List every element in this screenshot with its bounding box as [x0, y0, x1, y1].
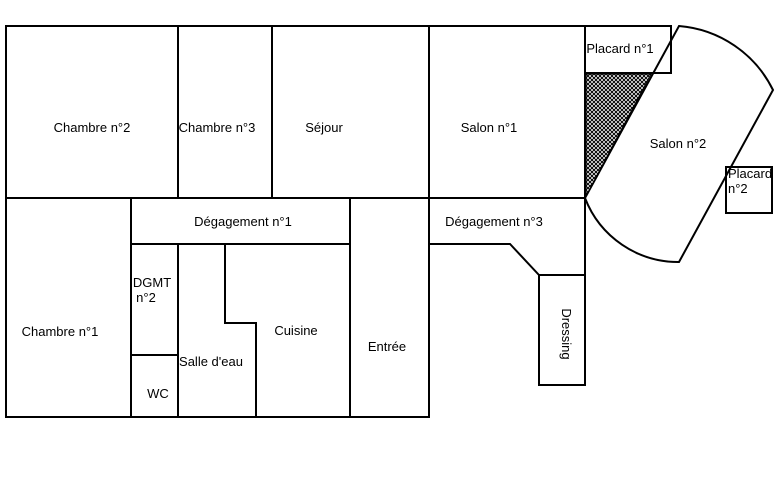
label-placard-2-line2: n°2 [728, 181, 748, 196]
label-dgmt-2-line2: n°2 [136, 290, 156, 305]
wall-salon-1 [428, 25, 586, 199]
label-sejour: Séjour [305, 120, 343, 135]
label-dgmt-2-line1: DGMT [133, 275, 171, 290]
label-salon-2: Salon n°2 [650, 136, 707, 151]
label-entree: Entrée [368, 339, 406, 354]
label-degagement-1: Dégagement n°1 [194, 214, 292, 229]
walls [5, 24, 775, 418]
wall-chambre-3 [177, 25, 273, 199]
label-cuisine: Cuisine [274, 323, 317, 338]
wall-degagement-3 [428, 197, 586, 276]
wall-chambre-1 [5, 197, 132, 418]
wall-sejour [271, 25, 430, 199]
label-chambre-2: Chambre n°2 [54, 120, 131, 135]
label-wc: WC [147, 386, 169, 401]
label-dressing: Dressing [559, 308, 574, 359]
wall-chambre-2 [5, 25, 179, 199]
label-chambre-3: Chambre n°3 [179, 120, 256, 135]
wall-placard-2 [725, 166, 773, 214]
wall-placard-1 [584, 25, 672, 74]
label-degagement-3: Dégagement n°3 [445, 214, 543, 229]
wall-dressing [538, 274, 586, 386]
label-placard-1: Placard n°1 [586, 41, 653, 56]
wall-salle-eau [177, 243, 257, 418]
hatched-wall-area [585, 73, 652, 197]
wall-entree [349, 197, 430, 418]
label-salle-eau: Salle d'eau [179, 354, 243, 369]
label-chambre-1: Chambre n°1 [22, 324, 99, 339]
label-placard-2-line1: Placard [728, 166, 772, 181]
label-salon-1: Salon n°1 [461, 120, 518, 135]
